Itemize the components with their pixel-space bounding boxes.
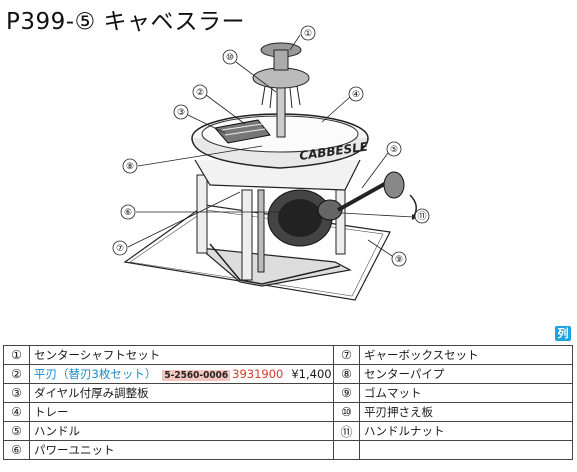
table-row: ⑤ ハンドル ⑪ ハンドルナット	[3, 421, 573, 441]
callout-11: ⑪	[417, 211, 426, 222]
callout-7: ⑦	[116, 244, 124, 254]
part-name	[359, 440, 573, 460]
part-number: ⑧	[333, 364, 360, 384]
part-number: ④	[3, 402, 30, 422]
part-name: ハンドル	[29, 421, 334, 441]
part-number: ⑨	[333, 383, 360, 403]
callout-5: ⑤	[390, 145, 398, 155]
callout-1: ①	[304, 29, 312, 39]
price: ¥1,400	[291, 367, 332, 381]
part-number: ⑩	[333, 402, 360, 422]
table-row: ① センターシャフトセット ⑦ ギャーボックスセット	[3, 345, 573, 365]
callout-8: ⑧	[126, 162, 134, 172]
handle-knob	[383, 171, 405, 199]
callout-4: ④	[352, 90, 360, 100]
order-code: 5-2560-0006	[162, 370, 231, 381]
part-name: トレー	[29, 402, 334, 422]
table-row: ④ トレー ⑩ 平刃押さえ板	[3, 402, 573, 422]
table-row: ③ ダイヤル付厚み調整板 ⑨ ゴムマット	[3, 383, 573, 403]
part-name: センターパイプ	[359, 364, 573, 384]
part-number: ③	[3, 383, 30, 403]
parts-table: ① センターシャフトセット ⑦ ギャーボックスセット ② 平刃（替刃3枚セット）…	[3, 345, 573, 460]
part-name: 平刃（替刃3枚セット）	[34, 367, 157, 381]
callout-2: ②	[196, 88, 204, 98]
part-name: ダイヤル付厚み調整板	[29, 383, 334, 403]
callout-6: ⑥	[124, 208, 132, 218]
section-tab: 列	[555, 326, 571, 341]
callout-9: ⑨	[395, 255, 403, 265]
part-number: ⑤	[3, 421, 30, 441]
cabbage-slicer-diagram: CABBESLE ① ⑩ ②	[112, 25, 430, 301]
part-name: ギャーボックスセット	[359, 345, 573, 365]
part-name: センターシャフトセット	[29, 345, 334, 365]
part-number: ①	[3, 345, 30, 365]
part-name: 平刃押さえ板	[359, 402, 573, 422]
callout-10: ⑩	[226, 53, 234, 63]
part-number	[333, 440, 360, 460]
part-number: ⑥	[3, 440, 30, 460]
part-number: ⑦	[333, 345, 360, 365]
part-number: ②	[3, 364, 30, 384]
part-number: ⑪	[333, 421, 360, 441]
part-name: ハンドルナット	[359, 421, 573, 441]
callout-3: ③	[177, 108, 185, 118]
part-name: パワーユニット	[29, 440, 334, 460]
part-name: ゴムマット	[359, 383, 573, 403]
part-code: 3931900	[232, 367, 284, 381]
page-title: P399-⑤ キャベスラー	[6, 9, 245, 35]
table-row: ⑥ パワーユニット	[3, 440, 573, 460]
